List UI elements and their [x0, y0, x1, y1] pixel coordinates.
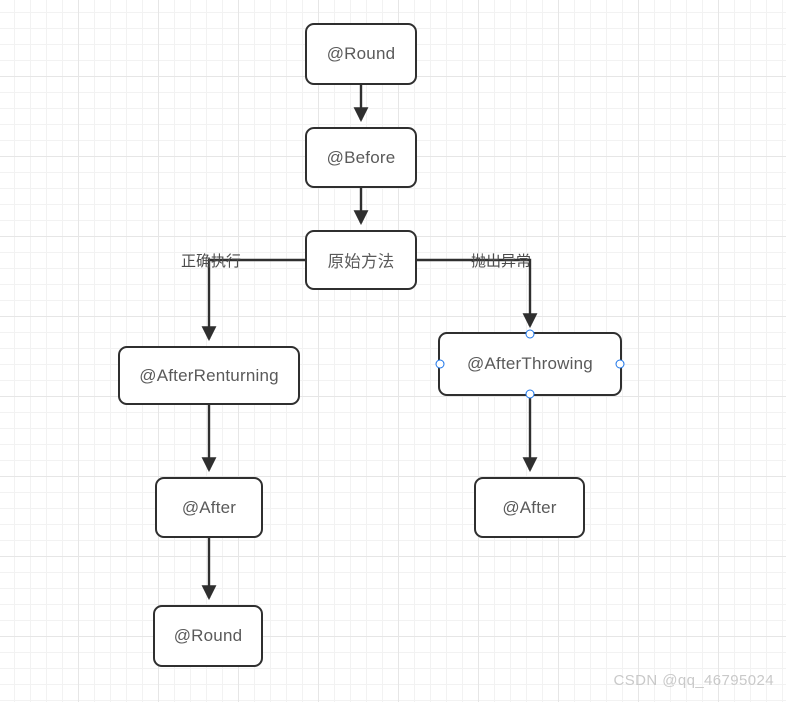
node-label: @AfterRenturning — [139, 365, 279, 385]
node-label: @After — [181, 497, 237, 517]
node-before[interactable]: @Before — [305, 127, 417, 188]
edge-label-exception: 抛出异常 — [471, 253, 532, 270]
node-after-returning[interactable]: @AfterRenturning — [118, 346, 300, 405]
node-label: @AfterThrowing — [467, 354, 593, 373]
node-after-right[interactable]: @After — [474, 477, 585, 538]
node-round-top[interactable]: @Round — [305, 23, 417, 85]
node-label: 原始方法 — [327, 253, 395, 271]
edge-label-success: 正确执行 — [181, 253, 242, 270]
node-label: @Before — [326, 147, 396, 167]
selection-handle-right[interactable] — [615, 359, 625, 369]
edge-original-to-afterreturning — [201, 258, 305, 342]
node-label: @After — [502, 497, 557, 517]
node-label: @Round — [326, 44, 396, 63]
node-label: @Round — [173, 626, 243, 645]
node-original-method[interactable]: 原始方法 — [305, 230, 417, 290]
selection-handle-bottom[interactable] — [525, 389, 535, 399]
node-after-left[interactable]: @After — [155, 477, 263, 538]
selection-handle-top[interactable] — [525, 329, 535, 339]
node-round-bottom[interactable]: @Round — [153, 605, 263, 667]
selection-handle-left[interactable] — [435, 359, 445, 369]
watermark: CSDN @qq_46795024 — [613, 672, 774, 689]
node-after-throwing[interactable]: @AfterThrowing — [435, 329, 625, 399]
